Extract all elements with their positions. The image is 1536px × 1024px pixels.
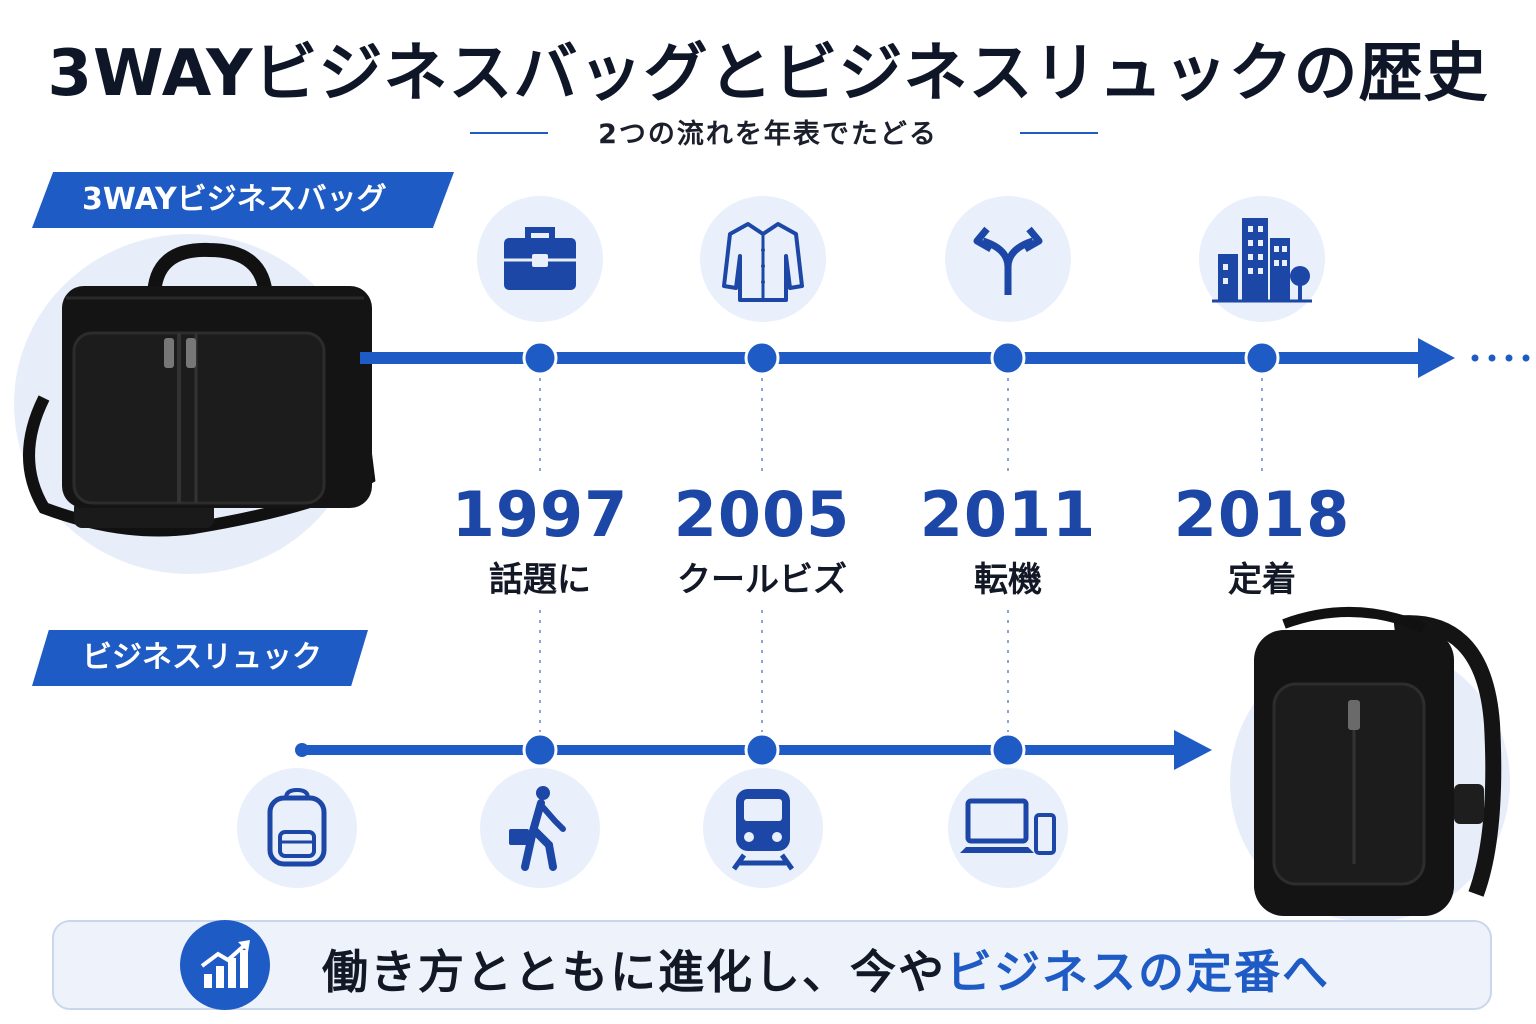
caption-2011: 転機 <box>974 560 1042 600</box>
caption-2005: クールビズ <box>677 560 847 600</box>
split-arrow-icon-circle <box>945 196 1071 322</box>
briefcase-icon <box>504 227 576 290</box>
caption-2018: 定着 <box>1228 560 1296 600</box>
walking-person-icon <box>509 786 566 871</box>
bag-node-2018 <box>1244 340 1280 376</box>
caption-1997: 話題に <box>489 560 591 600</box>
summary-banner <box>52 920 1492 1010</box>
year-1997: 1997 <box>451 478 629 551</box>
summary-text-accent: ビジネスの定番へ <box>946 945 1330 999</box>
rucksack-track-label: ビジネスリュック <box>32 630 368 686</box>
summary-text-main: 働き方とともに進化し、今や <box>322 945 946 999</box>
page-title: 3WAYビジネスバッグとビジネスリュックの歴史 <box>47 37 1489 111</box>
laptop-phone-icon <box>960 798 1056 855</box>
bag-track-label: 3WAYビジネスバッグ <box>32 172 454 228</box>
backpack-photo <box>1254 606 1502 916</box>
briefcase-photo <box>23 242 376 537</box>
buildings-icon-circle <box>1199 196 1325 322</box>
growth-chart-icon <box>200 940 250 988</box>
bag-node-1997 <box>522 340 558 376</box>
train-icon <box>731 789 795 871</box>
split-arrow-icon <box>973 226 1043 295</box>
bag-node-2005 <box>744 340 780 376</box>
laptop-phone-icon-circle <box>948 768 1068 888</box>
growth-chart-icon-circle <box>180 920 270 1010</box>
bag-node-2011 <box>990 340 1026 376</box>
shirt-icon <box>722 222 804 302</box>
rucksack-timeline <box>295 730 1212 770</box>
buildings-icon <box>1212 218 1312 303</box>
subtitle-left-rule <box>470 132 548 134</box>
subtitle-right-rule <box>1020 132 1098 134</box>
subtitle-block: 2つの流れを年表でたどる <box>0 112 1536 152</box>
walking-person-icon-circle <box>480 768 600 888</box>
train-icon-circle <box>703 768 823 888</box>
rucksack-node-2011 <box>990 732 1026 768</box>
rucksack-node-1997 <box>522 732 558 768</box>
year-2005: 2005 <box>673 478 851 551</box>
backpack-icon <box>267 788 327 867</box>
rucksack-node-2005 <box>744 732 780 768</box>
year-2011: 2011 <box>919 478 1097 551</box>
summary-text: 働き方とともに進化し、今やビジネスの定番へ <box>322 936 1330 1002</box>
shirt-icon-circle <box>700 196 826 322</box>
year-2018: 2018 <box>1173 478 1351 551</box>
subtitle: 2つの流れを年表でたどる <box>598 119 938 150</box>
briefcase-icon-circle <box>477 196 603 322</box>
backpack-icon-circle <box>237 768 357 888</box>
